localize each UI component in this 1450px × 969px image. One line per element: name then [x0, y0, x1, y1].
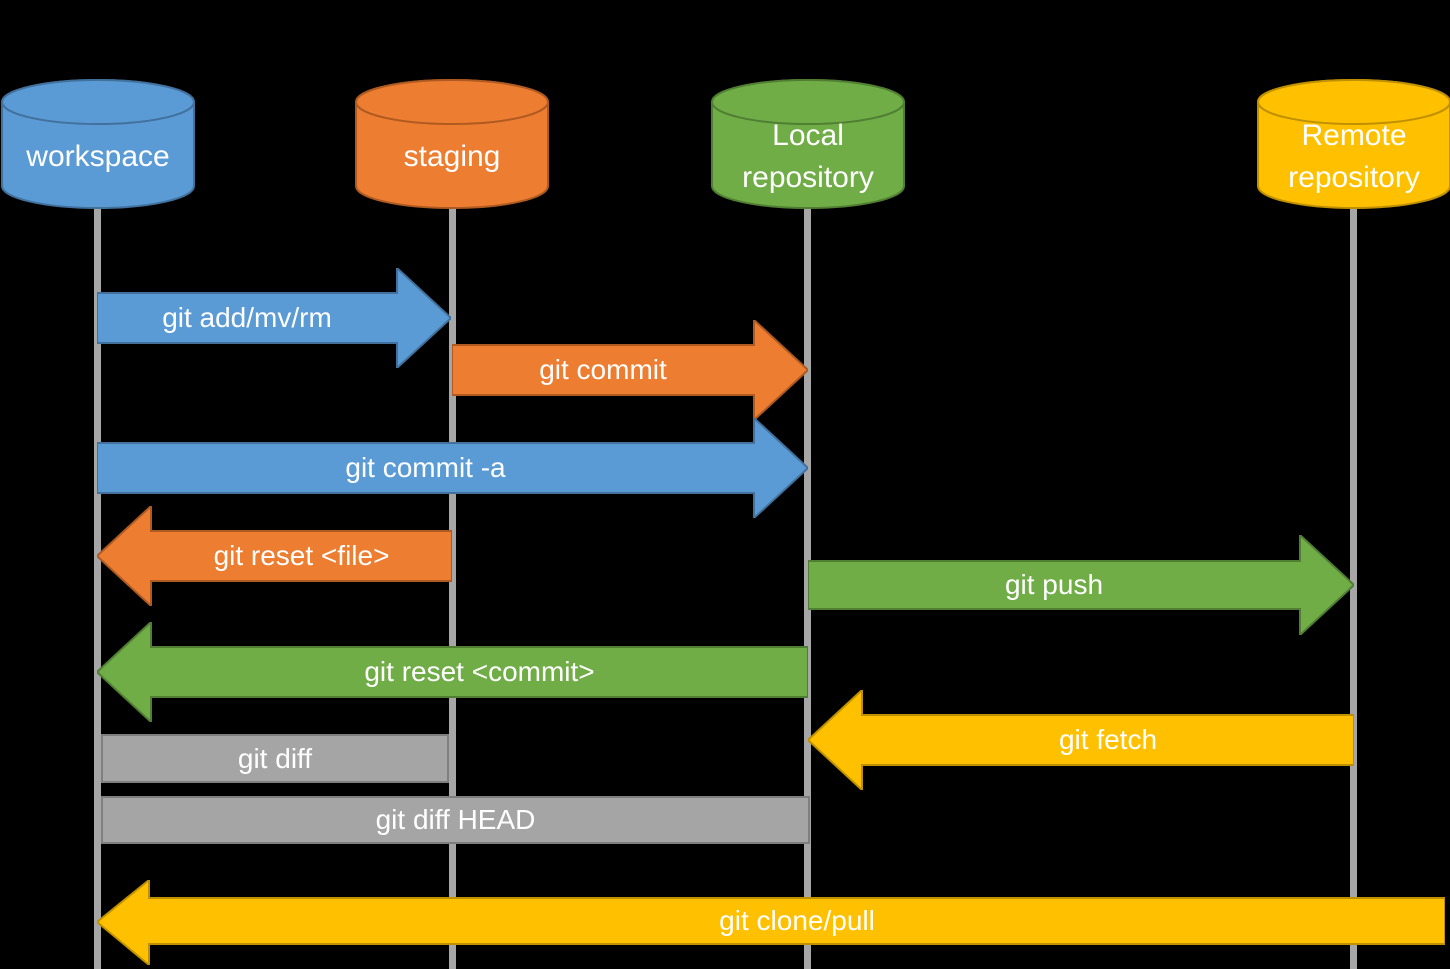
arrow-git-fetch: git fetch: [808, 690, 1354, 790]
bar-git-diff: git diff: [101, 734, 449, 783]
arrow-git-commit-a: git commit -a: [97, 418, 808, 518]
arrow-git-push: git push: [808, 535, 1354, 635]
arrow-git-commit: git commit: [452, 320, 808, 420]
arrow-git-add-mv-rm: git add/mv/rm: [97, 268, 451, 368]
bar-git-diff-head: git diff HEAD: [101, 796, 810, 844]
node-workspace: workspace: [0, 78, 196, 210]
arrow-label: git reset <file>: [213, 540, 390, 571]
lifeline-staging: [449, 204, 456, 969]
arrow-git-reset-commit: git reset <commit>: [97, 622, 808, 722]
node-label-staging: staging: [403, 140, 501, 173]
node-staging: staging: [354, 78, 550, 210]
node-local-repository: Local repository: [710, 78, 906, 210]
node-remote-repository: Remote repository: [1256, 78, 1450, 210]
right-arrow-icon: [97, 418, 808, 518]
database-cylinder-icon: [1257, 79, 1450, 209]
arrow-label: git clone/pull: [719, 905, 875, 936]
left-arrow-icon: [97, 880, 1445, 965]
database-cylinder-icon: [355, 79, 549, 209]
right-arrow-icon: [808, 535, 1354, 635]
arrow-label: git push: [1004, 569, 1104, 600]
right-arrow-icon: [97, 268, 451, 368]
database-cylinder-icon: [0, 79, 195, 209]
left-arrow-icon: [97, 622, 808, 722]
left-arrow-icon: [808, 690, 1354, 790]
node-label-local-repository: Local repository: [742, 119, 874, 194]
arrow-git-reset-file: git reset <file>: [97, 506, 452, 606]
bar-label: git diff: [237, 742, 313, 774]
arrow-label: git add/mv/rm: [162, 302, 332, 333]
node-label-workspace: workspace: [26, 140, 170, 173]
node-label-remote-repository: Remote repository: [1288, 119, 1420, 194]
database-cylinder-icon: [711, 79, 905, 209]
lifeline-remote-repository: [1350, 206, 1357, 969]
arrow-label: git commit -a: [345, 452, 506, 483]
bar-label: git diff HEAD: [375, 804, 536, 835]
arrow-label: git fetch: [1058, 724, 1158, 755]
arrow-label: git commit: [539, 354, 667, 385]
left-arrow-icon: [97, 506, 452, 606]
arrow-git-clone-pull: git clone/pull: [97, 880, 1445, 965]
right-arrow-icon: [452, 320, 808, 420]
lifeline-workspace: [94, 206, 101, 969]
arrow-label: git reset <commit>: [364, 656, 595, 687]
